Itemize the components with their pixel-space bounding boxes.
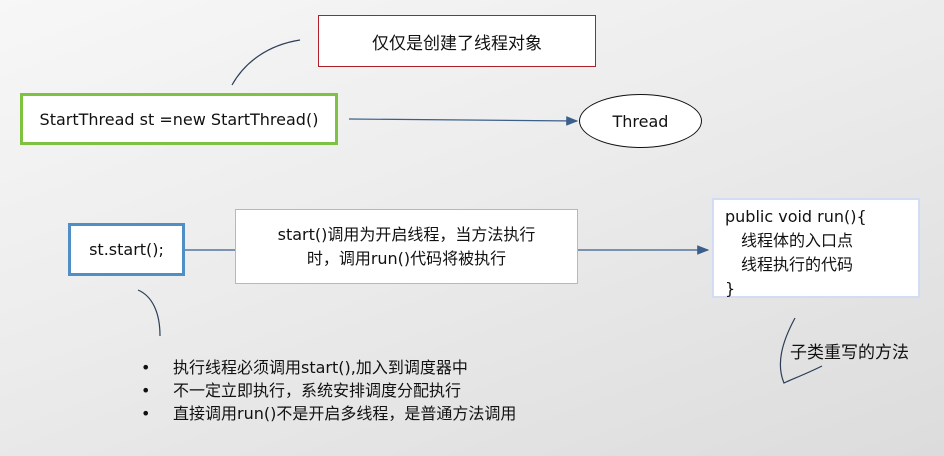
object-created-text: 仅仅是创建了线程对象 [372,33,542,54]
bullet-item: 执行线程必须调用start(),加入到调度器中 [141,356,516,379]
arrow-to-thread [348,116,579,126]
callout-curve-top [231,39,301,86]
run-method-line-1: 线程体的入口点 [741,231,854,250]
run-method-line-2: 线程执行的代码 [741,255,854,274]
start-call-code-text: st.start(); [89,240,164,259]
create-thread-code-text: StartThread st =new StartThread() [39,109,319,129]
run-method-box: public void run(){ 线程体的入口点 线程执行的代码 } [712,198,920,298]
start-call-code-box: st.start(); [68,223,185,276]
thread-object-ellipse: Thread [579,94,702,148]
callout-curve-subclass [779,317,823,384]
bullet-item: 直接调用run()不是开启多线程，是普通方法调用 [141,402,516,425]
run-method-close: } [725,279,736,298]
callout-curve-start [137,289,161,337]
thread-object-label: Thread [612,111,669,131]
start-explanation-line-1: start()调用为开启线程，当方法执行 [277,224,536,244]
object-created-note: 仅仅是创建了线程对象 [318,15,596,67]
start-explanation-line-2: 时，调用run()代码将被执行 [306,248,507,268]
create-thread-code-box: StartThread st =new StartThread() [20,93,338,145]
start-explanation-note: start()调用为开启线程，当方法执行 时，调用run()代码将被执行 [235,209,578,284]
run-method-signature: public void run(){ [725,207,867,226]
subclass-override-label: 子类重写的方法 [790,343,909,363]
notes-bullet-list: 执行线程必须调用start(),加入到调度器中 不一定立即执行，系统安排调度分配… [141,356,516,425]
bullet-item: 不一定立即执行，系统安排调度分配执行 [141,379,516,402]
